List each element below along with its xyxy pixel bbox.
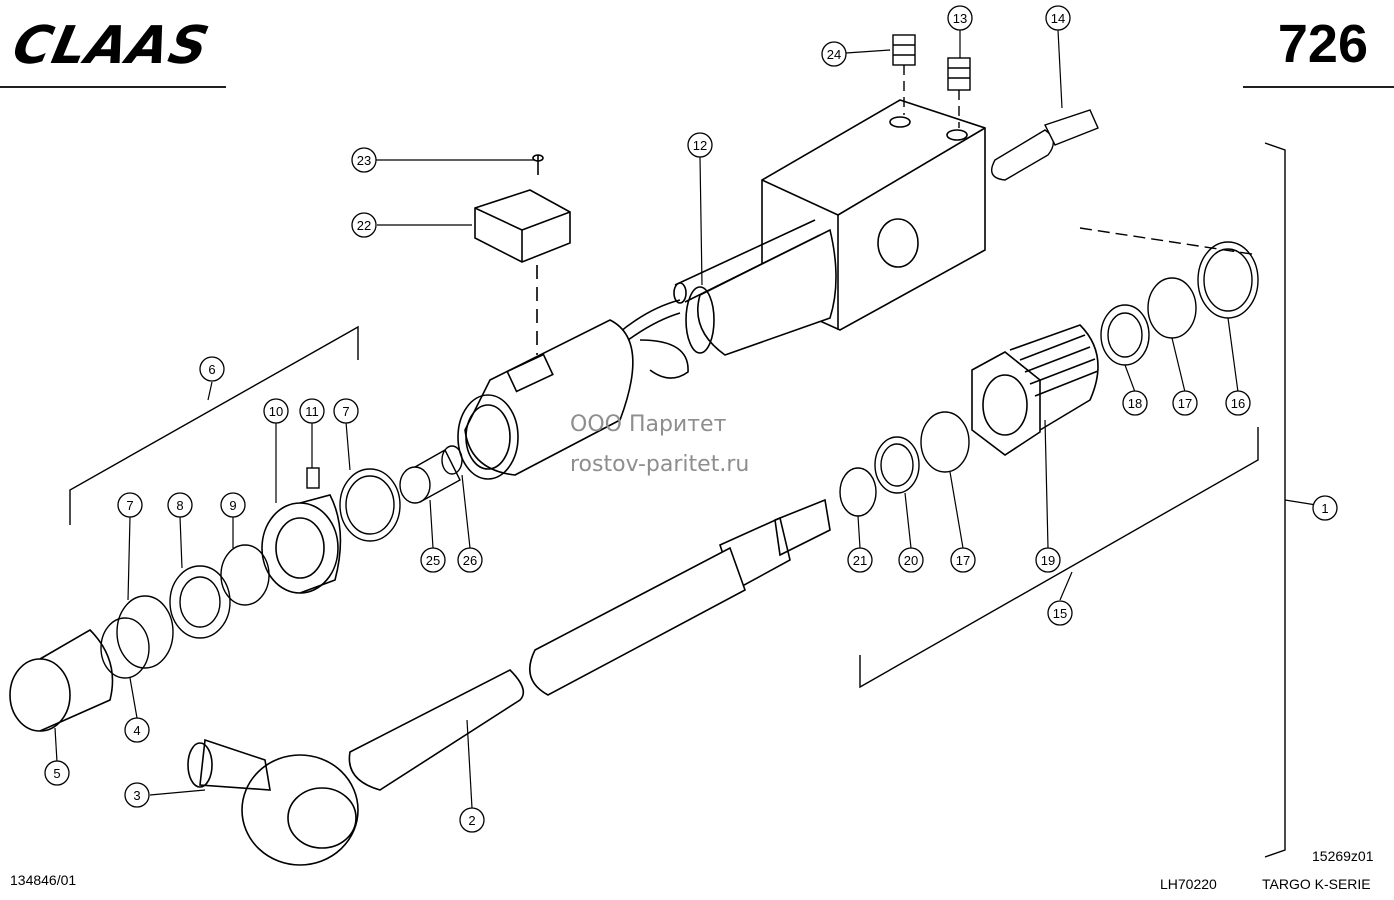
piston-10 [261, 494, 342, 594]
piston-rod-2 [187, 498, 831, 866]
callout-label: 23 [357, 153, 371, 168]
bush-5 [9, 628, 114, 732]
callout-label: 6 [208, 362, 215, 377]
cylinder-head-sleeve [457, 265, 634, 480]
ring-21 [839, 467, 877, 517]
o-ring-4 [100, 617, 150, 679]
ring-17-right [1147, 277, 1197, 339]
callout-17a [1172, 390, 1198, 416]
callout-3 [124, 782, 150, 808]
callout-16 [1225, 390, 1251, 416]
callout-label: 17 [956, 553, 970, 568]
callout-label: 19 [1041, 553, 1055, 568]
callout-2 [459, 807, 485, 833]
watermark-company: ООО Паритет [570, 412, 727, 437]
callout-26 [457, 547, 483, 573]
callout-label: 26 [463, 553, 477, 568]
callout-label: 18 [1128, 396, 1142, 411]
ring-7-lower [116, 595, 174, 669]
callout-label: 9 [229, 498, 236, 513]
callout-11 [299, 398, 325, 424]
callout-label: 21 [853, 553, 867, 568]
cylinder-barrel [591, 219, 837, 379]
callout-label: 12 [693, 138, 707, 153]
callout-label: 1 [1321, 501, 1328, 516]
callout-23 [351, 147, 377, 173]
callout-13 [947, 5, 973, 31]
callout-8 [167, 492, 193, 518]
callout-label: 7 [342, 404, 349, 419]
callout-label: 7 [126, 498, 133, 513]
ring-9 [220, 544, 270, 606]
ring-17-middle [920, 411, 970, 473]
callout-label: 20 [904, 553, 918, 568]
bracket-clamp-22 [474, 154, 571, 263]
callout-label: 17 [1178, 396, 1192, 411]
assembly-bracket-1 [1264, 142, 1286, 858]
callout-label: 22 [357, 218, 371, 233]
callout-label: 3 [133, 788, 140, 803]
callout-5 [44, 760, 70, 786]
page-number: 726 [1277, 14, 1368, 74]
callout-25 [420, 547, 446, 573]
callout-label: 11 [305, 404, 319, 419]
callout-label: 24 [827, 47, 841, 62]
callout-label: 8 [176, 498, 183, 513]
callout-15 [1047, 600, 1073, 626]
callout-24 [821, 41, 847, 67]
ring-8 [169, 565, 231, 639]
group-bracket-15 [859, 427, 1259, 689]
callout-label: 14 [1051, 11, 1065, 26]
bush-25 [399, 449, 461, 504]
drawing-reference: 15269z01 [1312, 848, 1374, 864]
callout-10 [263, 398, 289, 424]
callout-label: 10 [269, 404, 283, 419]
wiper-26 [441, 445, 463, 475]
callout-14 [1045, 5, 1071, 31]
callout-21 [847, 547, 873, 573]
grub-screw-11 [306, 467, 320, 489]
callout-9 [220, 492, 246, 518]
callout-6 [199, 356, 225, 382]
drawing-code: LH70220 [1160, 876, 1217, 892]
callout-label: 4 [133, 723, 140, 738]
callout-label: 2 [468, 813, 475, 828]
watermark-website: rostov-paritet.ru [570, 452, 750, 477]
ring-7-upper [339, 468, 401, 542]
ring-20 [874, 436, 920, 494]
callout-label: 16 [1231, 396, 1245, 411]
callout-18 [1122, 390, 1148, 416]
group-bracket-6 [69, 325, 359, 525]
callout-7a [117, 492, 143, 518]
document-code-left: 134846/01 [10, 872, 77, 888]
callout-4 [124, 717, 150, 743]
callout-7b [333, 398, 359, 424]
fitting-13 [947, 57, 971, 128]
callout-label: 13 [953, 11, 967, 26]
sensor-14 [991, 109, 1099, 181]
fitting-24 [892, 34, 916, 115]
callout-label: 15 [1053, 606, 1067, 621]
callout-19 [1035, 547, 1061, 573]
callout-22 [351, 212, 377, 238]
callout-1 [1312, 495, 1338, 521]
series-name: TARGO K-SERIE [1262, 876, 1371, 892]
callout-17b [950, 547, 976, 573]
callout-label: 5 [53, 766, 60, 781]
callout-12 [687, 132, 713, 158]
callout-20 [898, 547, 924, 573]
piston-nut-19 [971, 324, 1099, 456]
callout-label: 25 [426, 553, 440, 568]
